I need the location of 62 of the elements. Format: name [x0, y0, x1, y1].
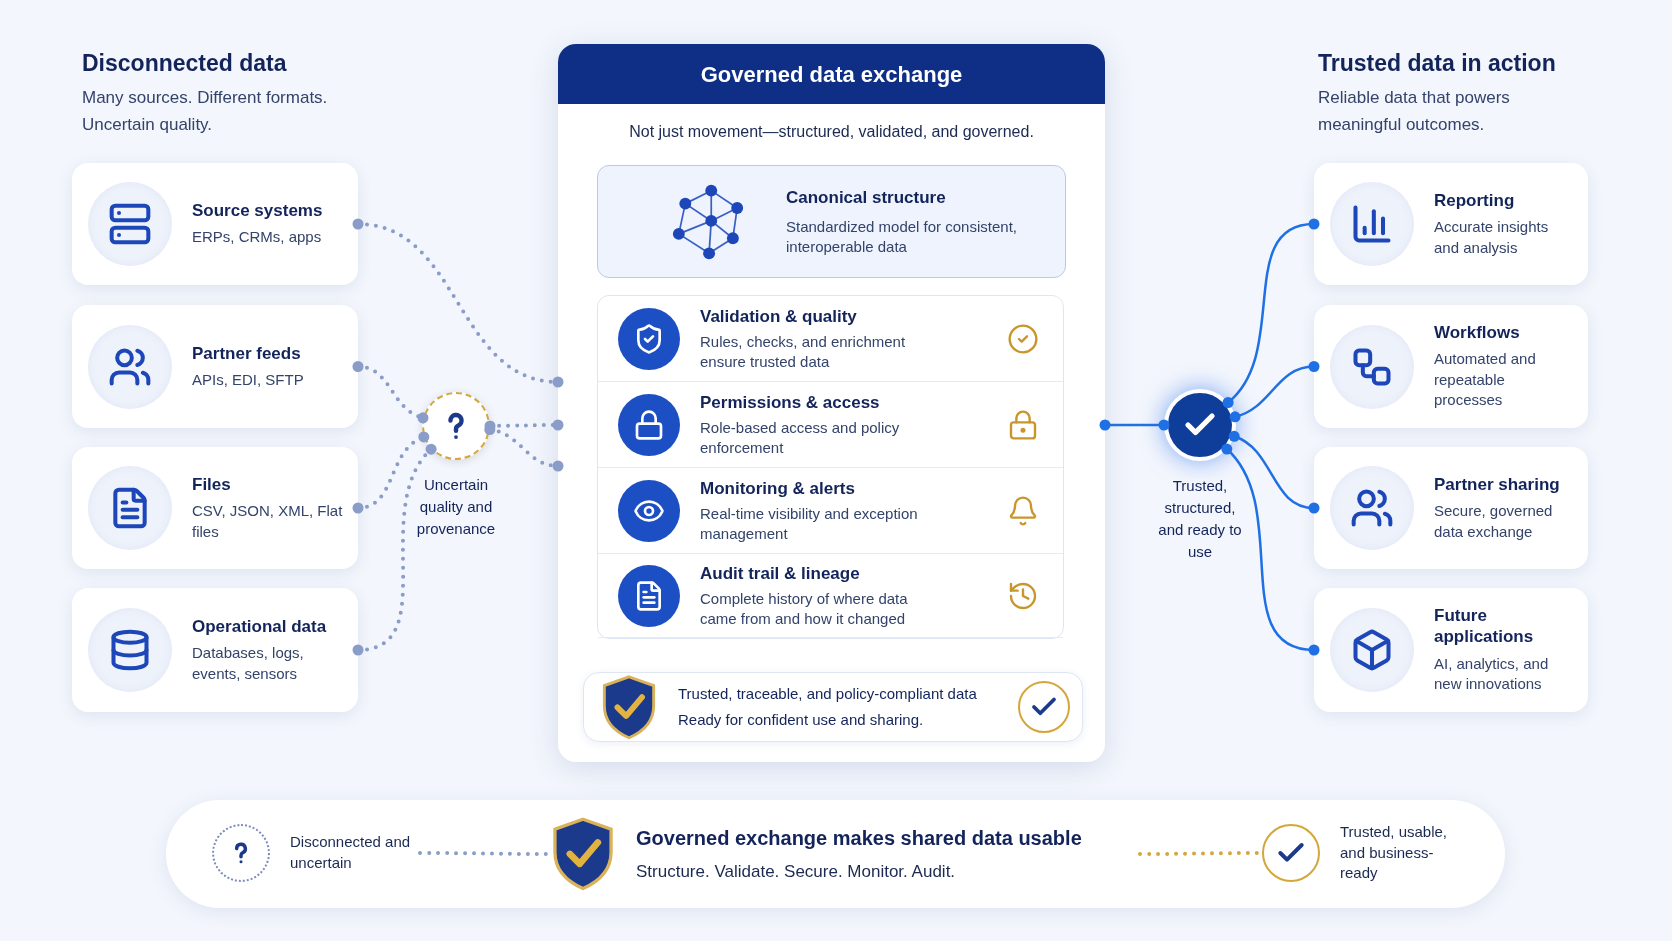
- card-title: Files: [192, 473, 232, 495]
- source-card: [72, 305, 358, 428]
- card-title: Future applications: [1434, 605, 1535, 648]
- outcome-card: [1314, 447, 1588, 569]
- panel-subtitle: Not just movement—structured, validated, and governed.: [629, 122, 1034, 142]
- dotted-connector: [352, 218, 564, 388]
- banner-text: Ready for confident use and sharing.: [678, 710, 925, 730]
- band-title: Governed exchange makes shared data usable: [636, 826, 1082, 852]
- caption-text: Trusted, structured, and ready to use: [1157, 476, 1243, 562]
- card-description: ERPs, CRMs, apps: [192, 227, 323, 248]
- row-title: Permissions & access: [700, 392, 881, 415]
- banner-text: Trusted, traceable, and policy-compliant data: [678, 683, 978, 704]
- dotted-connector: [484, 419, 564, 432]
- caption-text: Uncertain quality and provenance: [415, 475, 497, 539]
- source-card: [72, 163, 358, 285]
- row-title: Validation & quality: [700, 306, 858, 329]
- card-title: Reporting: [1434, 189, 1516, 211]
- card-description: APIs, EDI, SFTP: [192, 369, 304, 390]
- row-description: Role-based access and policy enforcement: [700, 417, 901, 459]
- dotted-connector: [484, 424, 564, 472]
- section-heading: Disconnected data: [82, 49, 288, 78]
- row-title: Audit trail & lineage: [700, 563, 861, 586]
- card-title: Partner feeds: [192, 342, 302, 364]
- card-description: Automated and repeatable processes: [1434, 349, 1537, 411]
- card-title: Source systems: [192, 200, 323, 222]
- caption-text: Trusted, usable, and business-ready: [1340, 822, 1448, 884]
- section-heading: Trusted data in action: [1318, 49, 1557, 78]
- dotted-connector: [352, 431, 430, 514]
- card-description: Secure, governed data exchange: [1434, 501, 1554, 542]
- connector: [1099, 419, 1170, 431]
- connector: [1229, 361, 1320, 423]
- section-subtitle: Reliable data that powers meaningful outcomes.: [1318, 87, 1511, 136]
- panel-title: Governed data exchange: [700, 60, 963, 89]
- outcome-card: [1314, 163, 1588, 285]
- card-description: Accurate insights and analysis: [1434, 217, 1550, 258]
- card-description: Databases, logs, events, sensors: [192, 643, 305, 684]
- row-description: Rules, checks, and enrichment ensure trusted data: [700, 331, 907, 373]
- card-title: Workflows: [1434, 321, 1521, 344]
- outcome-card: [1314, 588, 1588, 712]
- row-description: Complete history of where data came from and how it changed: [700, 588, 909, 630]
- connector: [1228, 430, 1320, 514]
- outcome-card: [1314, 305, 1588, 428]
- section-subtitle: Many sources. Different formats. Uncertain quality.: [82, 87, 329, 136]
- dotted-connector: [352, 443, 437, 656]
- dotted-connector: [352, 361, 429, 424]
- source-card: [72, 588, 358, 712]
- exchange-panel: [558, 44, 1105, 762]
- card-description: AI, analytics, and new innovations: [1434, 653, 1550, 695]
- connector: [1222, 218, 1320, 408]
- connector: [1221, 443, 1320, 656]
- section-title: Canonical structure: [786, 187, 947, 210]
- caption-text: Disconnected and uncertain: [290, 832, 412, 873]
- card-title: Partner sharing: [1434, 473, 1561, 495]
- row-title: Monitoring & alerts: [700, 478, 856, 501]
- section-description: Standardized model for consistent, interoperable data: [786, 216, 1018, 258]
- card-description: CSV, JSON, XML, Flat files: [192, 501, 344, 542]
- card-title: Operational data: [192, 615, 328, 637]
- source-card: [72, 447, 358, 569]
- row-description: Real-time visibility and exception management: [700, 503, 919, 545]
- structure-card: [597, 165, 1066, 278]
- band-subtitle: Structure. Validate. Secure. Monitor. Audit.: [636, 861, 957, 884]
- result-banner: [583, 672, 1083, 742]
